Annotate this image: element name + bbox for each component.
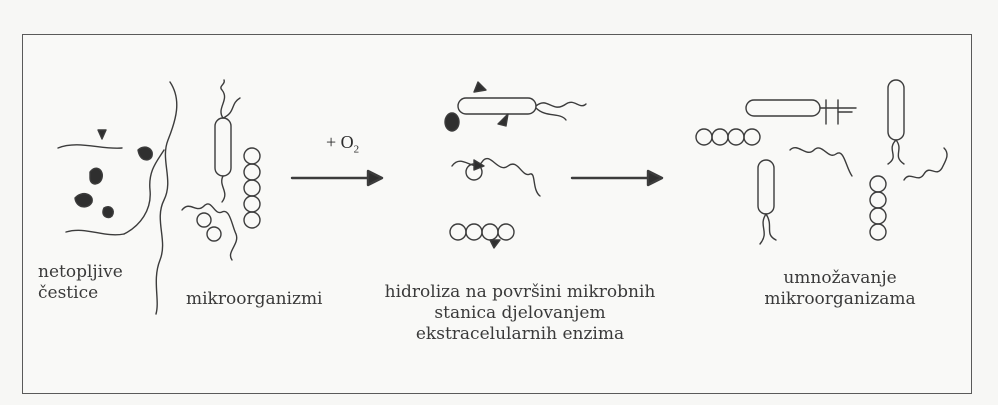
particle-3: [103, 207, 113, 218]
particle-triangle: [98, 130, 106, 139]
multiplication-label: umnožavanje mikroorganizama: [760, 268, 920, 310]
hydrolysis-label-line2: stanica djelovanjem: [370, 303, 670, 324]
coccus-chain-vertical-3: [870, 176, 886, 240]
spirillum-cell-2: [207, 227, 221, 241]
particle-1: [90, 168, 102, 184]
hydrolysis-label-line3: ekstracelularnih enzima: [370, 324, 670, 345]
rod-bacterium-hydrolysis: [445, 82, 586, 131]
spirillum-multiplied-1: [790, 148, 852, 176]
particles-label: netopljive čestice: [38, 262, 123, 304]
flagellated-bacterium-1: [215, 80, 240, 202]
spirillum-multiplied-2: [904, 148, 947, 180]
oxygen-label: + O2: [326, 132, 359, 156]
microorganisms-label: mikroorganizmi: [186, 289, 323, 310]
particles-label-line2: čestice: [38, 283, 123, 304]
flagellated-bacterium-3: [758, 160, 776, 244]
oxygen-label-text: + O: [326, 132, 354, 152]
process-arrow-1: [292, 171, 382, 185]
particles-group: [75, 130, 152, 218]
coccus-chain-horizontal-3: [696, 129, 760, 145]
flagellated-bacterium-2: [888, 80, 904, 164]
rod-bacterium-multiplied: [746, 100, 856, 124]
hydrolysis-label-line1: hidroliza na površini mikrobnih: [370, 282, 670, 303]
particle-4: [138, 147, 152, 160]
particle-2: [75, 194, 92, 207]
multiplication-label-line1: umnožavanje: [760, 268, 920, 289]
hydrolysis-label: hidroliza na površini mikrobnih stanica …: [370, 282, 670, 345]
spirillum-hydrolysis: [452, 159, 540, 196]
process-arrow-2: [572, 171, 662, 185]
spirillum-cell-1: [197, 213, 211, 227]
particles-label-line1: netopljive: [38, 262, 123, 283]
spirillum-1: [182, 204, 237, 260]
multiplication-label-line2: mikroorganizama: [760, 289, 920, 310]
filament-organism: [156, 82, 177, 314]
coccus-chain-vertical: [244, 148, 260, 228]
oxygen-label-subscript: 2: [354, 144, 360, 156]
coccus-chain-horizontal-2: [450, 224, 514, 248]
